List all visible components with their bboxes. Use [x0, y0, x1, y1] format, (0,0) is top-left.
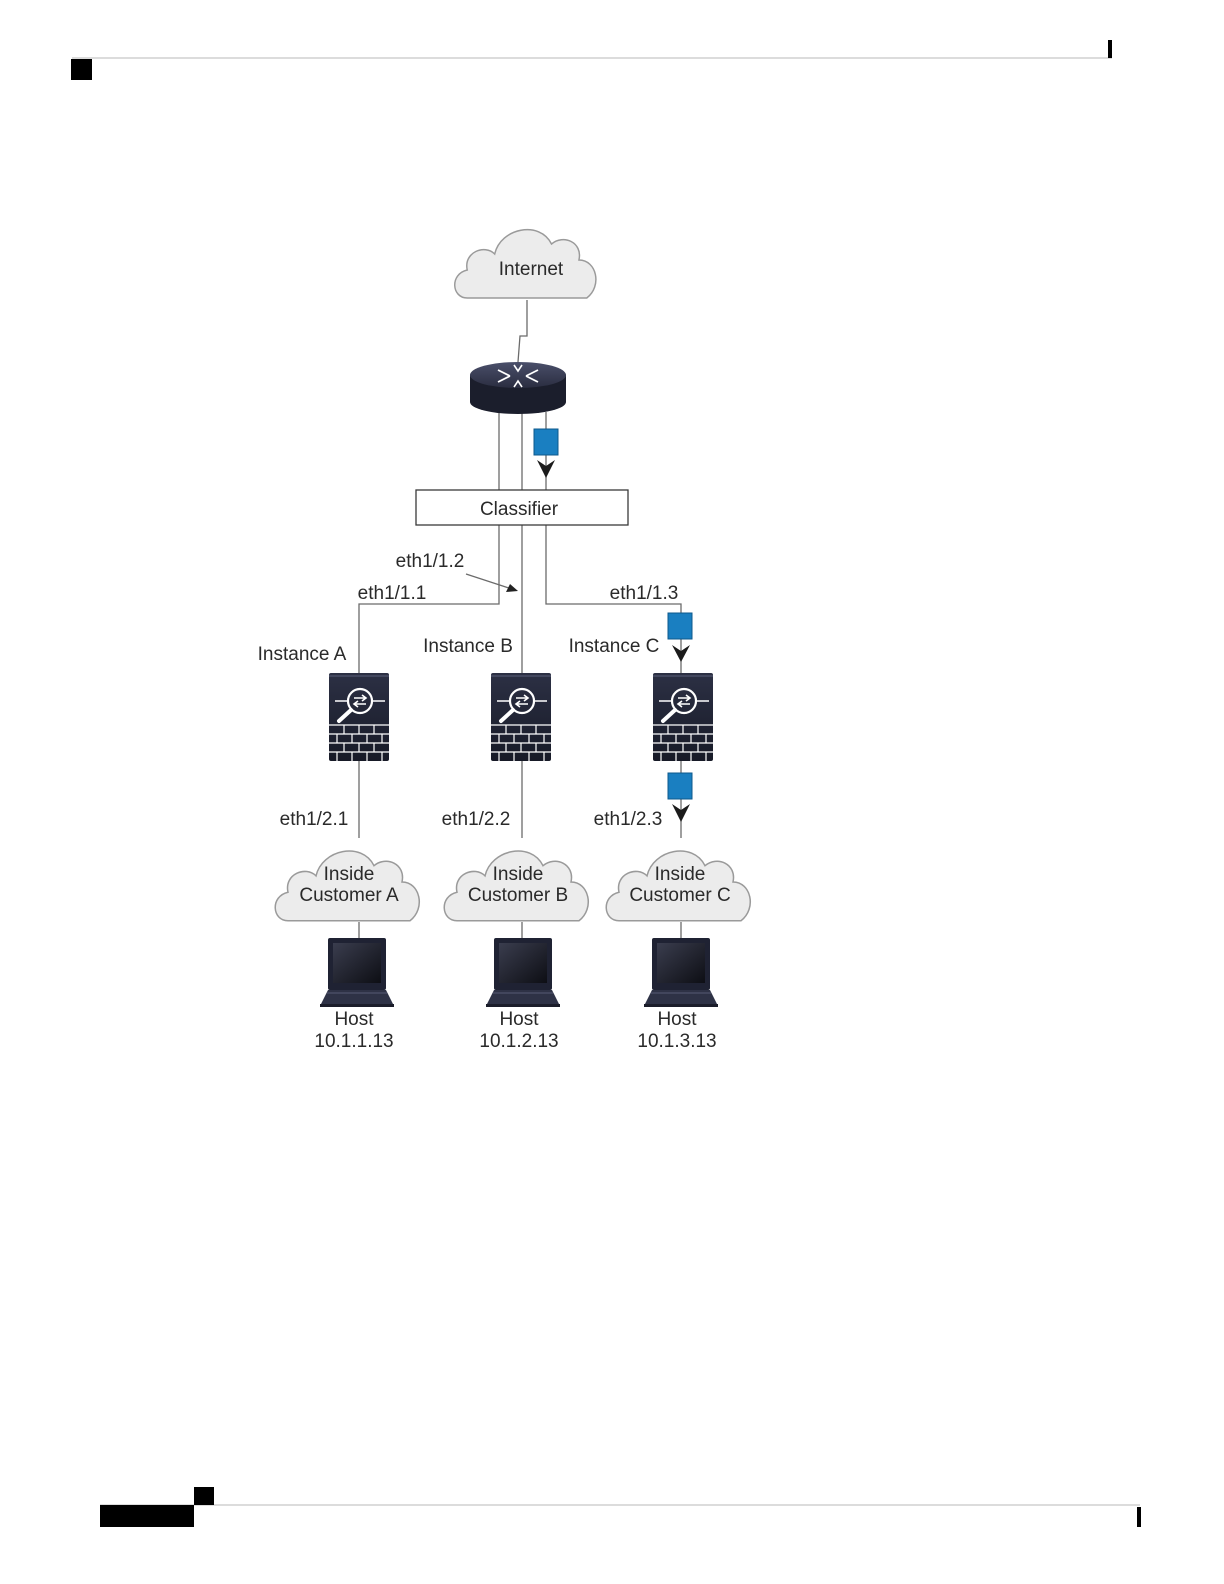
host-c-label: Host — [657, 1009, 697, 1030]
interface-label-eth1-1-3: eth1/1.3 — [610, 583, 679, 604]
page-footer-rule — [100, 1487, 1141, 1527]
packet-icon — [534, 429, 558, 478]
instance-label-a: Instance A — [258, 644, 347, 665]
internet-label: Internet — [499, 259, 564, 280]
instance-label-c: Instance C — [569, 636, 660, 657]
interface-label-eth1-2-2: eth1/2.2 — [442, 809, 511, 830]
laptop-icon — [486, 938, 560, 1007]
customer-a-line2: Customer A — [299, 885, 399, 906]
host-a-ip: 10.1.1.13 — [314, 1031, 393, 1052]
customer-c-line1: Inside — [655, 864, 706, 885]
instance-label-b: Instance B — [423, 636, 513, 657]
interface-label-eth1-1-2: eth1/1.2 — [396, 551, 465, 572]
page-header-rule — [71, 40, 1112, 80]
router-icon — [470, 362, 566, 414]
firewall-icon — [491, 673, 551, 761]
interface-label-eth1-2-1: eth1/2.1 — [280, 809, 349, 830]
customer-cloud-a: Inside Customer A — [275, 851, 419, 921]
laptop-icon — [320, 938, 394, 1007]
interface-label-eth1-2-3: eth1/2.3 — [594, 809, 663, 830]
classifier-label: Classifier — [480, 499, 559, 520]
classifier-box: Classifier — [416, 490, 628, 525]
host-b-ip: 10.1.2.13 — [479, 1031, 558, 1052]
firewall-icon — [653, 673, 713, 761]
firewall-icon — [329, 673, 389, 761]
customer-c-line2: Customer C — [629, 885, 730, 906]
laptop-icon — [644, 938, 718, 1007]
internet-cloud: Internet — [455, 230, 596, 298]
host-b-label: Host — [499, 1009, 539, 1030]
customer-cloud-c: Inside Customer C — [606, 851, 750, 921]
packet-icon — [668, 613, 692, 662]
customer-b-line1: Inside — [493, 864, 544, 885]
packet-icon — [668, 773, 692, 822]
customer-a-line1: Inside — [324, 864, 375, 885]
customer-cloud-b: Inside Customer B — [444, 851, 588, 921]
host-c-ip: 10.1.3.13 — [637, 1031, 716, 1052]
customer-b-line2: Customer B — [468, 885, 568, 906]
interface-label-eth1-1-1: eth1/1.1 — [358, 583, 427, 604]
host-a-label: Host — [334, 1009, 374, 1030]
